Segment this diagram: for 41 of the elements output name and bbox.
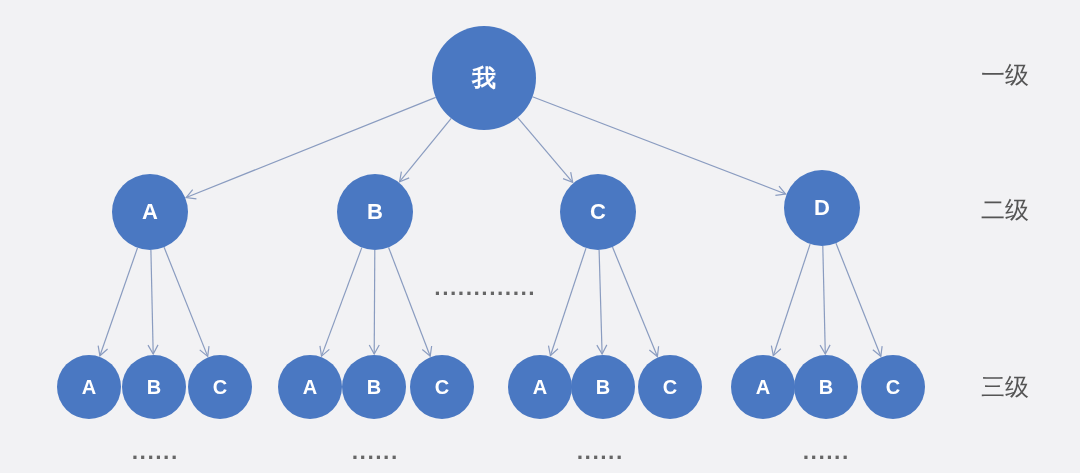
circle-node: B	[342, 355, 406, 419]
circle-node: B	[571, 355, 635, 419]
arrow	[596, 249, 608, 355]
circle-node: A	[57, 355, 121, 419]
circle-node: A	[112, 174, 188, 250]
circle-node: B	[794, 355, 858, 419]
arrow	[835, 242, 883, 357]
circle-node: C	[410, 355, 474, 419]
circle-node: A	[278, 355, 342, 419]
circle-node: D	[784, 170, 860, 246]
level-label: 一级	[981, 60, 1029, 91]
arrow	[97, 247, 139, 357]
arrow	[147, 249, 159, 355]
circle-node: 我	[432, 26, 536, 130]
arrow	[388, 246, 433, 357]
circle-node: C	[861, 355, 925, 419]
ellipsis-dots: .............	[434, 277, 536, 299]
level-label: 二级	[981, 195, 1029, 226]
ellipsis-dots: ......	[351, 441, 399, 463]
arrow	[368, 249, 380, 355]
arrow	[531, 96, 787, 197]
arrow	[819, 245, 831, 355]
arrow	[547, 247, 587, 357]
circle-node: C	[188, 355, 252, 419]
circle-node: B	[337, 174, 413, 250]
circle-node: B	[122, 355, 186, 419]
circle-node: C	[560, 174, 636, 250]
circle-node: A	[731, 355, 795, 419]
arrow	[185, 96, 437, 200]
ellipsis-dots: ......	[576, 441, 624, 463]
arrow	[399, 117, 452, 183]
arrow	[611, 246, 660, 358]
arrow	[163, 246, 210, 357]
arrow	[319, 247, 363, 357]
circle-node: A	[508, 355, 572, 419]
ellipsis-dots: ......	[802, 441, 850, 463]
level-label: 三级	[981, 372, 1029, 403]
arrow	[517, 117, 574, 183]
arrow	[770, 243, 811, 357]
circle-node: C	[638, 355, 702, 419]
ellipsis-dots: ......	[131, 441, 179, 463]
